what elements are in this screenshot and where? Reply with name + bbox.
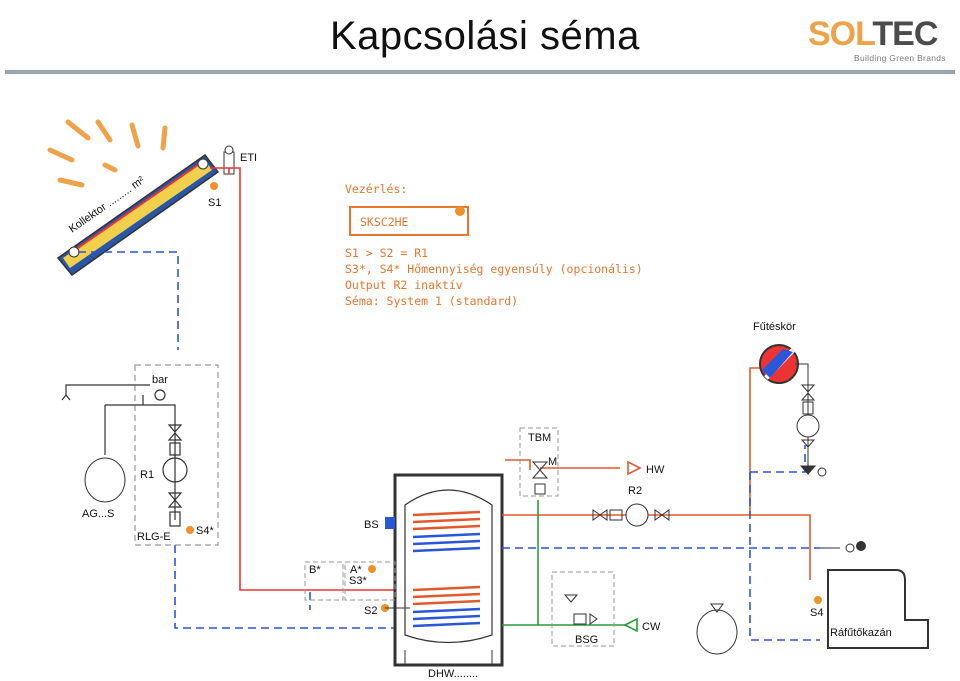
safety-group-icon [563, 594, 598, 625]
pump-station-components [61, 384, 188, 527]
s4-label: S4 [810, 607, 823, 619]
ag-label: AG...S [82, 508, 114, 520]
bs-label: BS [364, 519, 379, 531]
r2-pump-group [592, 503, 670, 527]
bsg-label: BSG [575, 634, 598, 646]
s1-sensor [210, 182, 218, 190]
s4star-sensor [186, 526, 194, 534]
upper-heat-exchanger-coil [412, 510, 481, 553]
a-star-box [344, 561, 396, 601]
s1-label: S1 [208, 197, 221, 209]
page-title: Kapcsolási séma [330, 14, 640, 58]
soltec-logo: SOLTEC Building Green Brands [808, 16, 948, 68]
tbm-label: TBM [528, 432, 551, 444]
logo-tagline: Building Green Brands [854, 53, 946, 63]
b-star-box [304, 561, 344, 601]
solar-return-pipe [78, 251, 395, 629]
heating-circuit-icon [759, 344, 799, 384]
heating-expansion-vessel [696, 609, 738, 655]
control-line-1: S1 > S2 = R1 [345, 246, 428, 260]
mixing-valve-icon [531, 461, 549, 495]
r2-label: R2 [628, 485, 642, 497]
heating-flow-pipe [502, 367, 811, 580]
heating-pump-group [795, 363, 827, 477]
expansion-vessel-ag [84, 457, 126, 503]
lower-heat-exchanger-coil [412, 585, 481, 628]
control-line-3: Output R2 inaktív [345, 278, 463, 292]
controller-box [349, 206, 469, 236]
bsg-box [551, 571, 615, 647]
logo-part-tec: TEC [872, 15, 938, 53]
logo-part-sol: SOL [808, 15, 873, 53]
s3star-label: S3* [349, 575, 367, 587]
hw-label: HW [646, 464, 665, 476]
heating-return-pipe [502, 445, 820, 641]
s4-sensor [814, 596, 822, 604]
control-heading: Vezérlés: [345, 182, 407, 196]
logo-wordmark: SOLTEC [808, 15, 938, 53]
bs-sensor [385, 517, 395, 529]
m-label: M [548, 456, 557, 468]
rlg-label: RLG-E [137, 531, 171, 543]
a-star-dot [368, 565, 376, 573]
pump-station-box [134, 364, 219, 546]
cw-arrow-icon [623, 617, 638, 633]
controller-dot [455, 206, 465, 216]
cw-label: CW [642, 621, 661, 633]
control-line-2: S3*, S4* Hőmennyiség egyensúly (opcionál… [345, 262, 643, 276]
solar-collector [56, 153, 220, 277]
dhw-storage-tank [393, 473, 504, 667]
a-star-label: A* [350, 564, 362, 576]
heating-circuit-label: Fűtéskör [753, 321, 796, 333]
vessel-valve-icon [710, 603, 724, 613]
b-star-label: B* [309, 564, 321, 576]
eti-label: ETI [240, 152, 257, 164]
boiler-label: Ráfűtőkazán [830, 627, 892, 639]
solar-flow-pipe [210, 167, 395, 591]
header-divider [5, 70, 955, 74]
r1-label: R1 [140, 469, 154, 481]
tbm-box [519, 427, 559, 497]
bar-label: bar [152, 374, 168, 386]
sun-rays-icon [47, 119, 168, 188]
s2-label: S2 [364, 605, 377, 617]
hw-arrow-icon [627, 460, 642, 476]
cold-water-pipe [502, 500, 625, 626]
control-line-4: Séma: System 1 (standard) [345, 294, 518, 308]
controller-label: SKSC2HE [360, 215, 409, 229]
auxiliary-boiler [820, 541, 929, 649]
s4star-label: S4* [196, 525, 214, 537]
dhw-label: DHW........ [428, 668, 478, 680]
